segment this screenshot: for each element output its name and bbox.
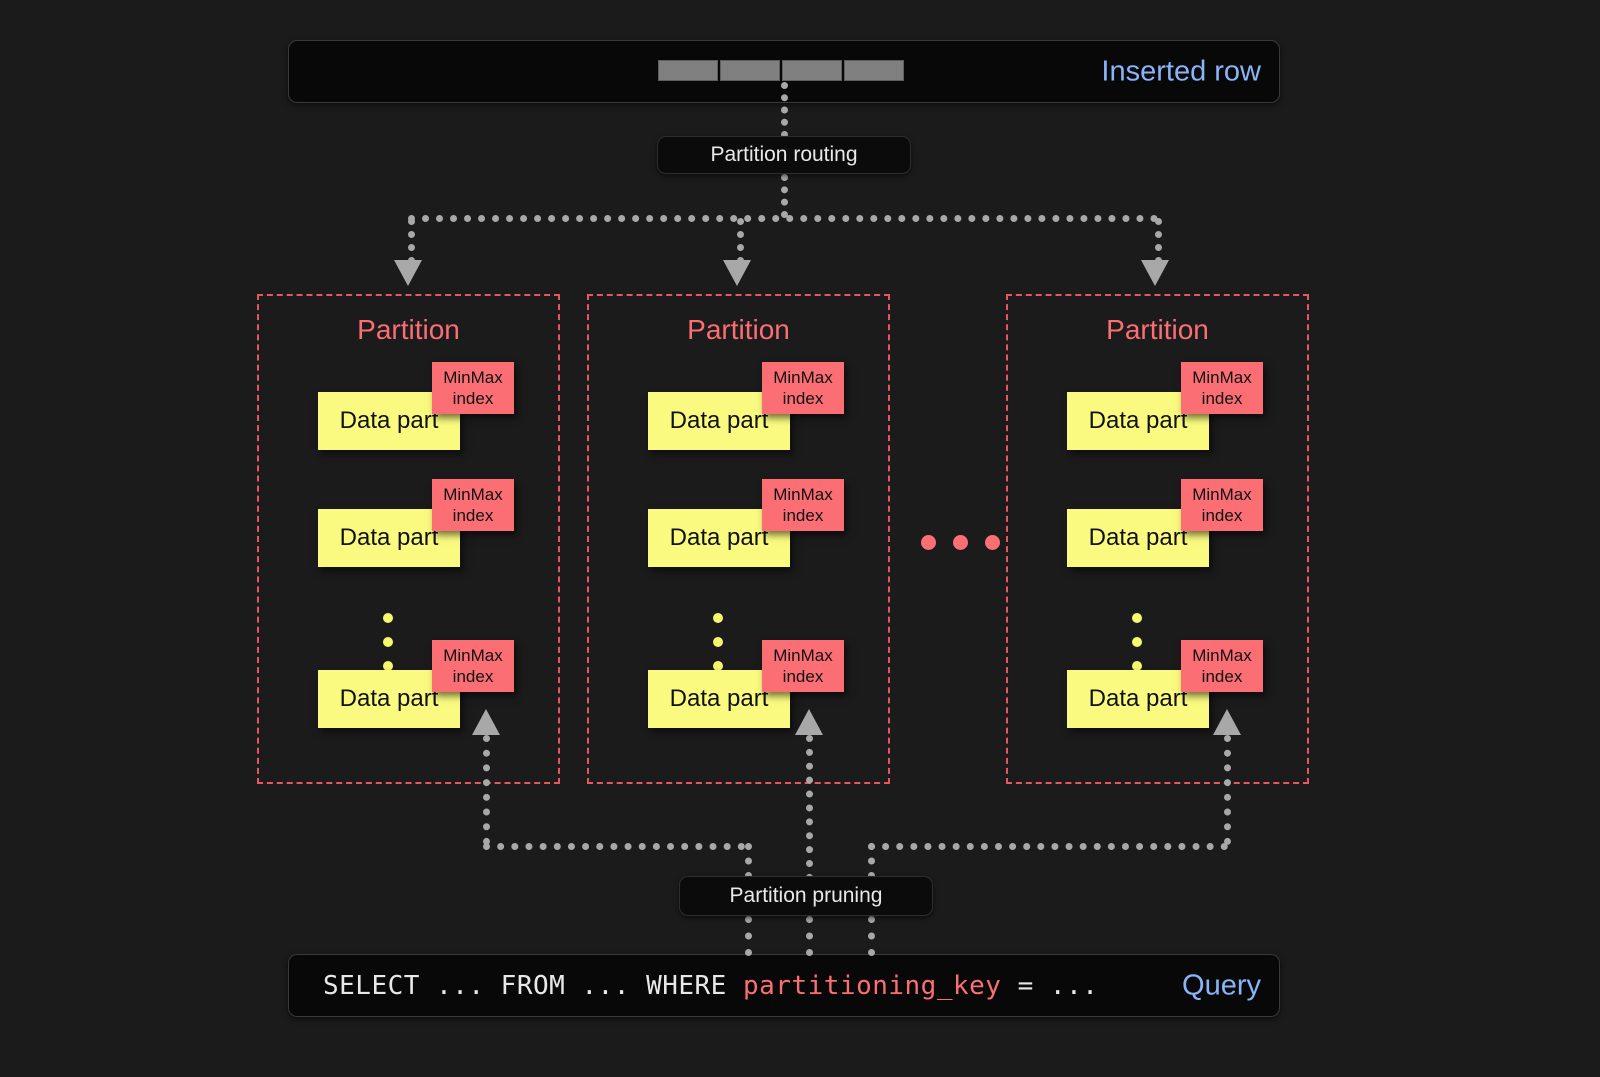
query-bar: SELECT ... FROM ... WHERE partitioning_k… <box>288 954 1280 1017</box>
connector-pruning-to-query-left <box>745 916 752 956</box>
arrow-down-partition-2 <box>723 260 751 286</box>
query-text-suffix: = ... <box>1001 970 1099 1001</box>
vertical-ellipsis <box>1132 613 1142 685</box>
connector-row-to-routing <box>781 82 788 138</box>
ellipsis-dot <box>1132 661 1142 671</box>
minmax-index-box: MinMax index <box>432 640 514 692</box>
minmax-index-box: MinMax index <box>762 640 844 692</box>
ellipsis-dot <box>713 661 723 671</box>
partition-pruning-label: Partition pruning <box>729 884 883 907</box>
minmax-index-line1: MinMax <box>443 646 503 665</box>
minmax-index-box: MinMax index <box>432 362 514 414</box>
row-cell <box>720 60 780 81</box>
vertical-ellipsis <box>713 613 723 685</box>
connector-pruning-left-drop <box>745 843 752 879</box>
ellipsis-dot <box>985 535 1000 550</box>
ellipsis-dot <box>383 637 393 647</box>
connector-bus-to-partition-3 <box>1155 218 1162 264</box>
minmax-index-line1: MinMax <box>1192 485 1252 504</box>
minmax-index-line2: index <box>1201 389 1243 408</box>
minmax-index-line1: MinMax <box>443 368 503 387</box>
arrow-up-partition-1 <box>472 709 500 735</box>
connector-partition-2-to-pruning <box>806 735 813 881</box>
minmax-index-line2: index <box>1201 667 1243 686</box>
connector-partition-1-to-pruning <box>483 735 490 845</box>
connector-partition-3-to-pruning <box>1224 735 1231 845</box>
minmax-index-line2: index <box>452 389 494 408</box>
partition-box-2[interactable]: Partition MinMax index Data part MinMax … <box>587 294 890 784</box>
minmax-index-box: MinMax index <box>762 362 844 414</box>
ellipsis-dot <box>1132 613 1142 623</box>
minmax-index-line1: MinMax <box>443 485 503 504</box>
query-text-prefix: SELECT ... FROM ... WHERE <box>323 970 743 1001</box>
minmax-index-line1: MinMax <box>773 368 833 387</box>
connector-pruning-to-query-mid <box>806 916 813 956</box>
minmax-index-line1: MinMax <box>1192 646 1252 665</box>
data-part-box: Data part <box>318 509 460 567</box>
minmax-index-line1: MinMax <box>1192 368 1252 387</box>
row-cell <box>782 60 842 81</box>
connector-bus-to-partition-1 <box>408 218 415 264</box>
connector-pruning-right-drop <box>868 843 875 879</box>
ellipsis-dot <box>713 613 723 623</box>
connector-routing-to-bus <box>781 174 788 218</box>
minmax-index-line1: MinMax <box>773 485 833 504</box>
partition-routing-box[interactable]: Partition routing <box>657 136 911 174</box>
ellipsis-dot <box>921 535 936 550</box>
ellipsis-dot <box>713 637 723 647</box>
connector-pruning-bus-right <box>868 843 1228 850</box>
query-label: Query <box>1182 969 1261 1001</box>
minmax-index-line2: index <box>1201 506 1243 525</box>
partition-box-1[interactable]: Partition MinMax index Data part MinMax … <box>257 294 560 784</box>
minmax-index-line2: index <box>452 667 494 686</box>
minmax-index-box: MinMax index <box>762 479 844 531</box>
minmax-index-line2: index <box>782 389 824 408</box>
minmax-index-box: MinMax index <box>1181 640 1263 692</box>
partition-title: Partition <box>1106 314 1209 345</box>
ellipsis-dot <box>383 613 393 623</box>
ellipsis-dot <box>953 535 968 550</box>
row-cell <box>658 60 718 81</box>
minmax-index-box: MinMax index <box>1181 362 1263 414</box>
minmax-index-line2: index <box>452 506 494 525</box>
partition-title: Partition <box>687 314 790 345</box>
connector-pruning-to-query-right <box>868 916 875 956</box>
query-partitioning-key: partitioning_key <box>743 970 1002 1001</box>
minmax-index-line1: MinMax <box>773 646 833 665</box>
vertical-ellipsis <box>383 613 393 685</box>
connector-pruning-bus-left <box>483 843 745 850</box>
minmax-index-line2: index <box>782 506 824 525</box>
partition-box-3[interactable]: Partition MinMax index Data part MinMax … <box>1006 294 1309 784</box>
arrow-up-partition-2 <box>795 709 823 735</box>
row-cell <box>844 60 904 81</box>
connector-bus-to-partition-2 <box>737 218 744 264</box>
partition-pruning-box[interactable]: Partition pruning <box>679 876 933 916</box>
minmax-index-line2: index <box>782 667 824 686</box>
arrow-down-partition-3 <box>1141 260 1169 286</box>
arrow-down-partition-1 <box>394 260 422 286</box>
inserted-row-cells <box>658 60 904 81</box>
query-text: SELECT ... FROM ... WHERE partitioning_k… <box>323 971 1098 1001</box>
ellipsis-dot <box>383 661 393 671</box>
between-partitions-ellipsis <box>921 535 1000 550</box>
data-part-box: Data part <box>318 670 460 728</box>
minmax-index-box: MinMax index <box>1181 479 1263 531</box>
partition-title: Partition <box>357 314 460 345</box>
inserted-row-label: Inserted row <box>1101 55 1261 87</box>
connector-routing-bus <box>408 215 1158 222</box>
arrow-up-partition-3 <box>1213 709 1241 735</box>
partition-routing-label: Partition routing <box>710 143 858 166</box>
ellipsis-dot <box>1132 637 1142 647</box>
minmax-index-box: MinMax index <box>432 479 514 531</box>
